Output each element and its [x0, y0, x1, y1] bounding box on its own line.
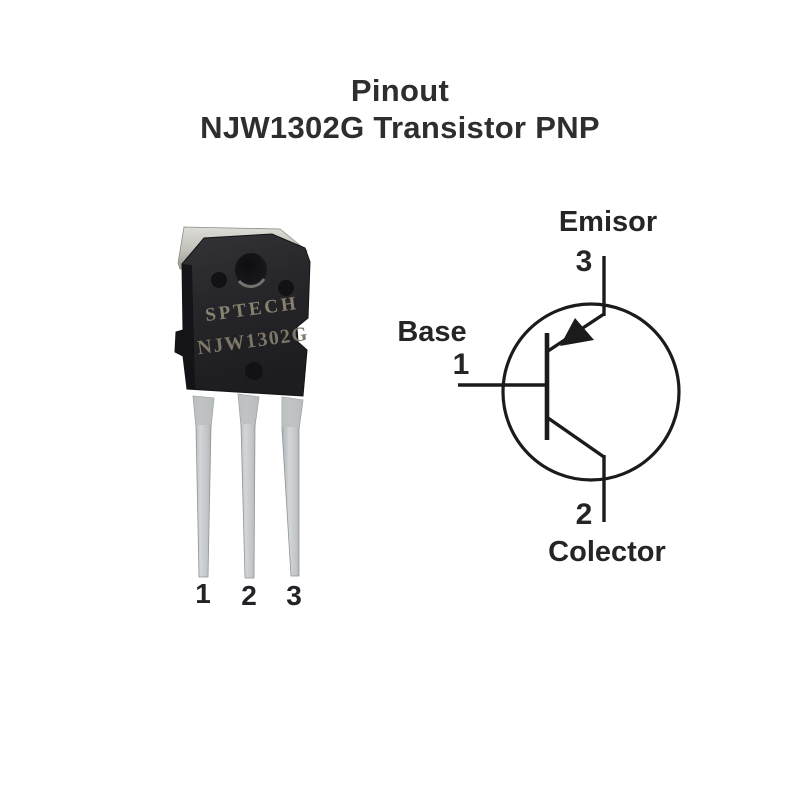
photo-pin-1-number: 1	[195, 578, 211, 609]
transistor-leads	[192, 393, 304, 579]
transistor-photo: SPTECH NJW1302G	[140, 205, 360, 585]
lead-3-shoulder	[282, 397, 303, 427]
base-label: Base	[397, 316, 467, 348]
mounting-hole	[235, 253, 267, 287]
page-subtitle: NJW1302G Transistor PNP	[200, 110, 600, 145]
lead-1-shoulder	[193, 396, 214, 425]
collector-diagonal-line	[547, 416, 605, 459]
title-block: Pinout NJW1302G Transistor PNP	[0, 72, 800, 146]
collector-label: Colector	[548, 536, 666, 568]
page-title: Pinout	[350, 73, 450, 108]
base-pin-number: 1	[452, 348, 470, 381]
pnp-arrow	[560, 318, 594, 346]
collector-pin-number: 2	[575, 498, 593, 531]
mounting-hole-highlight	[237, 278, 266, 288]
photo-pin-3-number: 3	[286, 580, 302, 611]
pnp-symbol-drawing	[458, 256, 681, 522]
dimple-top-left	[211, 272, 227, 288]
pnp-symbol	[390, 200, 710, 540]
emitter-label: Emisor	[558, 206, 658, 238]
transistor-photo-drawing: SPTECH NJW1302G	[174, 226, 311, 579]
photo-pin-2-number: 2	[241, 580, 257, 611]
dimple-bottom	[245, 362, 263, 380]
dimple-top-right	[278, 280, 294, 296]
package-side-face	[175, 264, 195, 389]
lead-2-shoulder	[238, 394, 259, 424]
symbol-circle	[501, 302, 681, 482]
emitter-pin-number: 3	[575, 245, 593, 278]
